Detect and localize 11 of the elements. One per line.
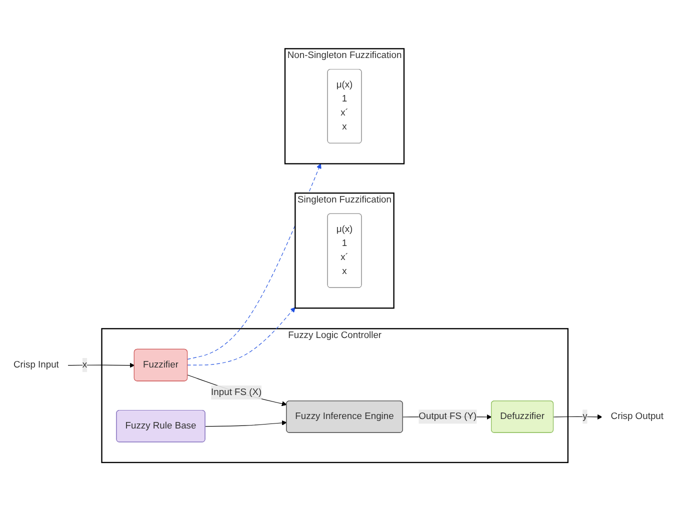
arrow [187,375,287,407]
edge-label: Output FS (Y) [418,412,477,422]
node-text: Crisp Input [14,360,59,370]
arrow [553,414,602,420]
edge-label: Input FS (X) [211,388,262,398]
edge-label: x [82,360,88,370]
node-text: Crisp Output [610,412,664,422]
edge-label: y [582,412,588,422]
arrow [205,420,287,428]
arrow [68,363,135,368]
arrow [186,308,296,366]
